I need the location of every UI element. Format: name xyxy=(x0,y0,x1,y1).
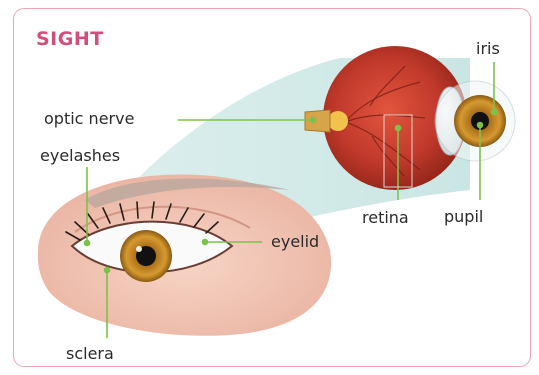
label-iris: iris xyxy=(476,41,500,57)
label-optic-nerve: optic nerve xyxy=(44,111,134,127)
label-retina: retina xyxy=(362,210,409,226)
diagram-title: SIGHT xyxy=(36,28,104,50)
label-sclera: sclera xyxy=(66,346,114,362)
label-pupil: pupil xyxy=(444,209,483,225)
external-highlight xyxy=(136,246,142,252)
label-eyelid: eyelid xyxy=(271,234,319,250)
label-eyelashes: eyelashes xyxy=(40,148,120,164)
